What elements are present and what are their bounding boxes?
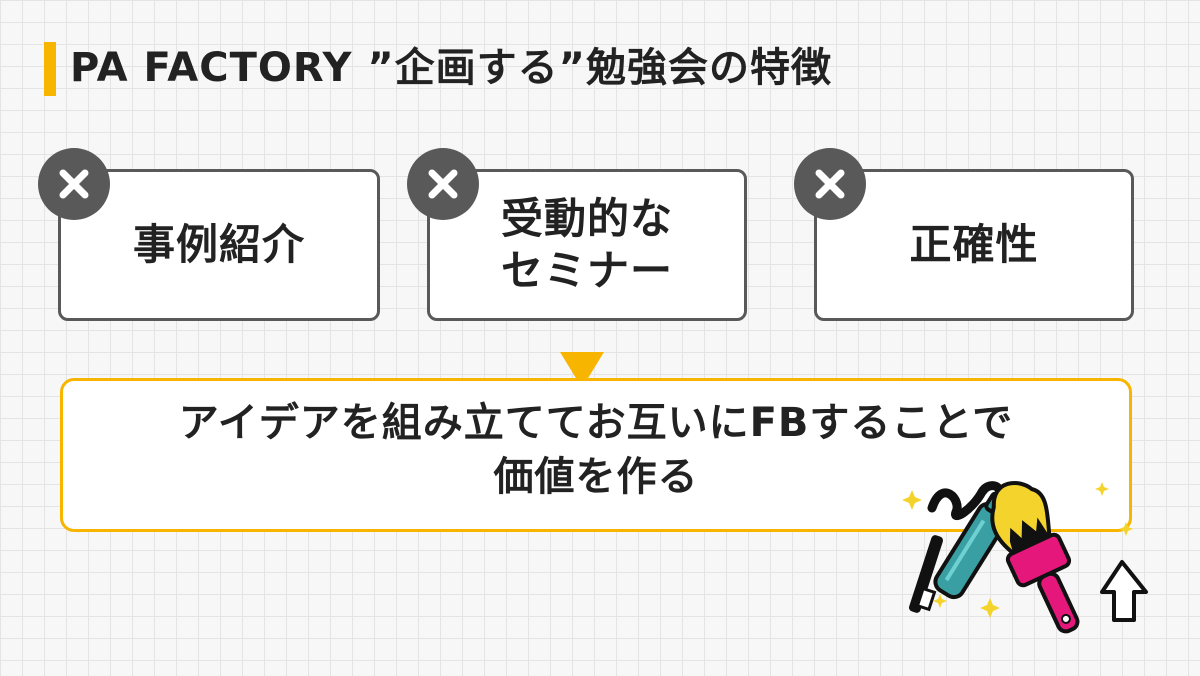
x-icon xyxy=(38,148,110,220)
result-line-1: アイデアを組み立ててお互いにFBすることで xyxy=(178,400,1014,446)
paintbrush-icon xyxy=(990,481,1080,634)
card-label: 受動的な セミナー xyxy=(500,194,673,295)
x-icon xyxy=(794,148,866,220)
page-title: PA FACTORY ”企画する”勉強会の特徴 xyxy=(70,45,832,91)
pencil-icon xyxy=(908,535,944,613)
card-label: 正確性 xyxy=(909,220,1039,269)
x-icon xyxy=(407,148,479,220)
card-passive-seminar: 受動的な セミナー xyxy=(427,169,747,321)
card-case-study: 事例紹介 xyxy=(58,169,380,321)
art-tools-illustration xyxy=(902,481,1148,634)
card-accuracy: 正確性 xyxy=(814,169,1134,321)
title-accent-bar xyxy=(44,42,56,96)
result-line-2: 価値を作る xyxy=(493,454,699,500)
up-arrow-icon xyxy=(1100,560,1148,622)
result-text: アイデアを組み立ててお互いにFBすることで 価値を作る xyxy=(0,396,1192,504)
scribble-icon xyxy=(927,481,1005,521)
card-label: 事例紹介 xyxy=(132,220,305,269)
sparkle-icon xyxy=(902,482,1133,618)
